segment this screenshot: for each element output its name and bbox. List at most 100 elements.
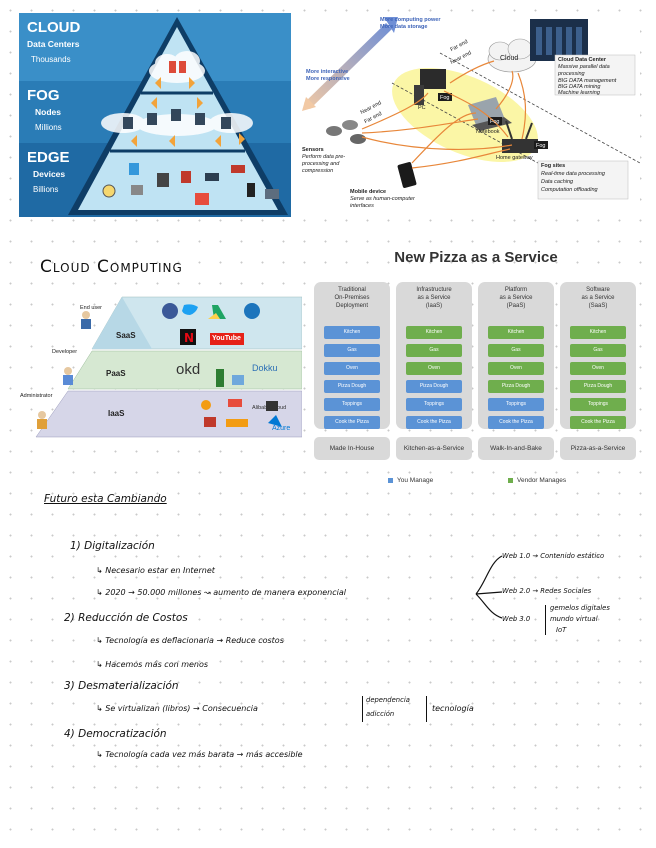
pizza-cell: Gas bbox=[406, 344, 462, 357]
pizza-cell: Pizza Dough bbox=[570, 380, 626, 393]
legend-you-label: You Manage bbox=[397, 477, 434, 484]
mobile-text: Serve as human-computer interfaces bbox=[350, 196, 415, 209]
cloud-fog-edge-pyramid: CLOUD Data Centers Thousands FOG Nodes M… bbox=[19, 13, 291, 217]
scale-up-label: More computing power bbox=[380, 17, 441, 23]
item-3a-mid: Consecuencia bbox=[202, 704, 258, 713]
legend-you-manage: You Manage bbox=[388, 477, 433, 484]
pyramid-graphic bbox=[68, 17, 288, 215]
legend-vendor-label: Vendor Manages bbox=[517, 477, 567, 484]
pizza-cell: Pizza Dough bbox=[488, 380, 544, 393]
fog-tag-1: Fog bbox=[440, 95, 450, 101]
item-3-brace-left bbox=[362, 696, 363, 722]
item-4a: ↳ Tecnología cada vez más barata → más a… bbox=[96, 750, 303, 759]
item-1b-text: 50.000 millones bbox=[137, 588, 202, 597]
fog-sites-item-2: Data caching bbox=[541, 179, 574, 185]
cloud-label: Cloud bbox=[500, 55, 519, 62]
pizza-cell: Toppings bbox=[406, 398, 462, 411]
fog-diagram-graphic bbox=[302, 17, 640, 200]
web-branch-lines bbox=[475, 555, 503, 619]
item-2b: ↳ Hacemos más con menos bbox=[96, 660, 209, 669]
pizza-column-header-line: Traditional bbox=[338, 287, 366, 293]
pizza-column-header-line: (SaaS) bbox=[588, 303, 608, 309]
pizza-column-header-line: On-Premises bbox=[334, 295, 370, 301]
pizza-cell: Gas bbox=[570, 344, 626, 357]
item-3a-right: tecnología bbox=[432, 704, 474, 713]
service-pyramid: N bbox=[35, 296, 302, 438]
fog-sites-item-3: Computation offloading bbox=[541, 187, 598, 193]
web-2-desc: Redes Sociales bbox=[540, 587, 592, 595]
notes-title: Futuro esta Cambiando bbox=[44, 493, 167, 505]
pizza-column-footer: Kitchen-as-a-Service bbox=[396, 437, 472, 460]
item-3a-left: Se virtualizan (libros) bbox=[105, 704, 191, 713]
dokku-logo: Dokku bbox=[252, 363, 278, 373]
scale-up-label-2: More data storage bbox=[380, 24, 428, 30]
pc-label: PC bbox=[418, 105, 426, 111]
notebook-label: Notebook bbox=[476, 129, 500, 135]
pizza-cell: Toppings bbox=[324, 398, 380, 411]
pizza-cell: Cook the Pizza bbox=[570, 416, 626, 429]
web-3-desc-2: mundo virtual bbox=[550, 615, 598, 623]
fog-computing-diagram: More computing power More data storage M… bbox=[300, 13, 640, 217]
item-4-heading: 4) Democratización bbox=[64, 728, 167, 740]
pizza-cell: Toppings bbox=[488, 398, 544, 411]
item-3-brace-right bbox=[426, 696, 427, 722]
fog-tag-2: Fog bbox=[490, 119, 500, 125]
item-2a-left: Tecnología es deflacionaria bbox=[105, 636, 214, 645]
pizza-column-header-line: as a Service bbox=[499, 295, 533, 301]
fog-title: FOG bbox=[27, 87, 60, 104]
scale-down-label-2: More responsive bbox=[306, 76, 350, 82]
legend-swatch-you bbox=[388, 477, 393, 483]
item-2-heading: 2) Reducción de Costos bbox=[64, 612, 188, 624]
okd-logo: okd bbox=[176, 361, 201, 378]
web-3-desc-1: gemelos digitales bbox=[550, 604, 610, 612]
item-1a: ↳ Necesario estar en Internet bbox=[96, 566, 215, 575]
web-1-desc: Contenido estático bbox=[540, 552, 605, 560]
pizza-cell: Pizza Dough bbox=[406, 380, 462, 393]
pizza-column-header-line: Infrastructure bbox=[416, 287, 452, 293]
item-2b-text: Hacemos más con menos bbox=[105, 660, 209, 669]
item-4a-right: más accesible bbox=[245, 750, 303, 759]
web-3-desc-3: IoT bbox=[556, 626, 567, 634]
web-2-label: Web 2.0 bbox=[502, 587, 531, 595]
sensors-text: Perform data pre-processing and compress… bbox=[302, 154, 346, 174]
cloud-dc-item-4: Machine learning bbox=[558, 90, 600, 96]
item-3a-d1: dependencia bbox=[366, 696, 410, 704]
pizza-column-header-line: (PaaS) bbox=[506, 303, 526, 309]
pizza-column-header-line: Deployment bbox=[335, 303, 368, 309]
edge-line1: Devices bbox=[33, 169, 66, 179]
item-1-heading: 1) Digitalización bbox=[70, 540, 155, 552]
pizza-cell: Pizza Dough bbox=[324, 380, 380, 393]
pizza-cell: Kitchen bbox=[406, 326, 462, 339]
web-1: Web 1.0 → Contenido estático bbox=[502, 552, 605, 560]
pizza-column-footer: Made In-House bbox=[314, 437, 390, 460]
pizza-cell: Gas bbox=[488, 344, 544, 357]
fog-tag-3: Fog bbox=[536, 143, 546, 149]
scale-down-label: More interactive bbox=[306, 69, 349, 75]
cloud-dc-item-1: Massive parallel data processing bbox=[558, 64, 610, 77]
cloud-computing-title: Cloud Computing bbox=[40, 257, 183, 277]
pizza-column-header-line: (IaaS) bbox=[425, 303, 443, 309]
fog-sites-title: Fog sites bbox=[541, 163, 566, 169]
cloud-line2: Thousands bbox=[31, 55, 71, 64]
item-2a: ↳ Tecnología es deflacionaria → Reduce c… bbox=[96, 636, 284, 645]
pizza-cell: Oven bbox=[406, 362, 462, 375]
pizza-title: New Pizza as a Service bbox=[394, 249, 558, 266]
pizza-cell: Cook the Pizza bbox=[406, 416, 462, 429]
item-1b-right: aumento de manera exponencial bbox=[213, 588, 346, 597]
item-4a-left: Tecnología cada vez más barata bbox=[105, 750, 235, 759]
pizza-column-header-line: as a Service bbox=[417, 295, 451, 301]
fog-line1: Nodes bbox=[35, 107, 61, 117]
role-end-user: End user bbox=[80, 305, 103, 311]
pizza-cell: Oven bbox=[570, 362, 626, 375]
item-3-heading: 3) Desmaterialización bbox=[64, 680, 179, 692]
edge-line2: Billions bbox=[33, 185, 59, 194]
pizza-cell: Oven bbox=[324, 362, 380, 375]
item-2a-right: Reduce costos bbox=[225, 636, 284, 645]
web-1-label: Web 1.0 bbox=[502, 552, 531, 560]
role-developer: Developer bbox=[52, 349, 78, 355]
web-3: Web 3.0 bbox=[502, 615, 531, 623]
edge-title: EDGE bbox=[27, 149, 70, 166]
fog-sites-item-1: Real-time data processing bbox=[541, 171, 605, 177]
